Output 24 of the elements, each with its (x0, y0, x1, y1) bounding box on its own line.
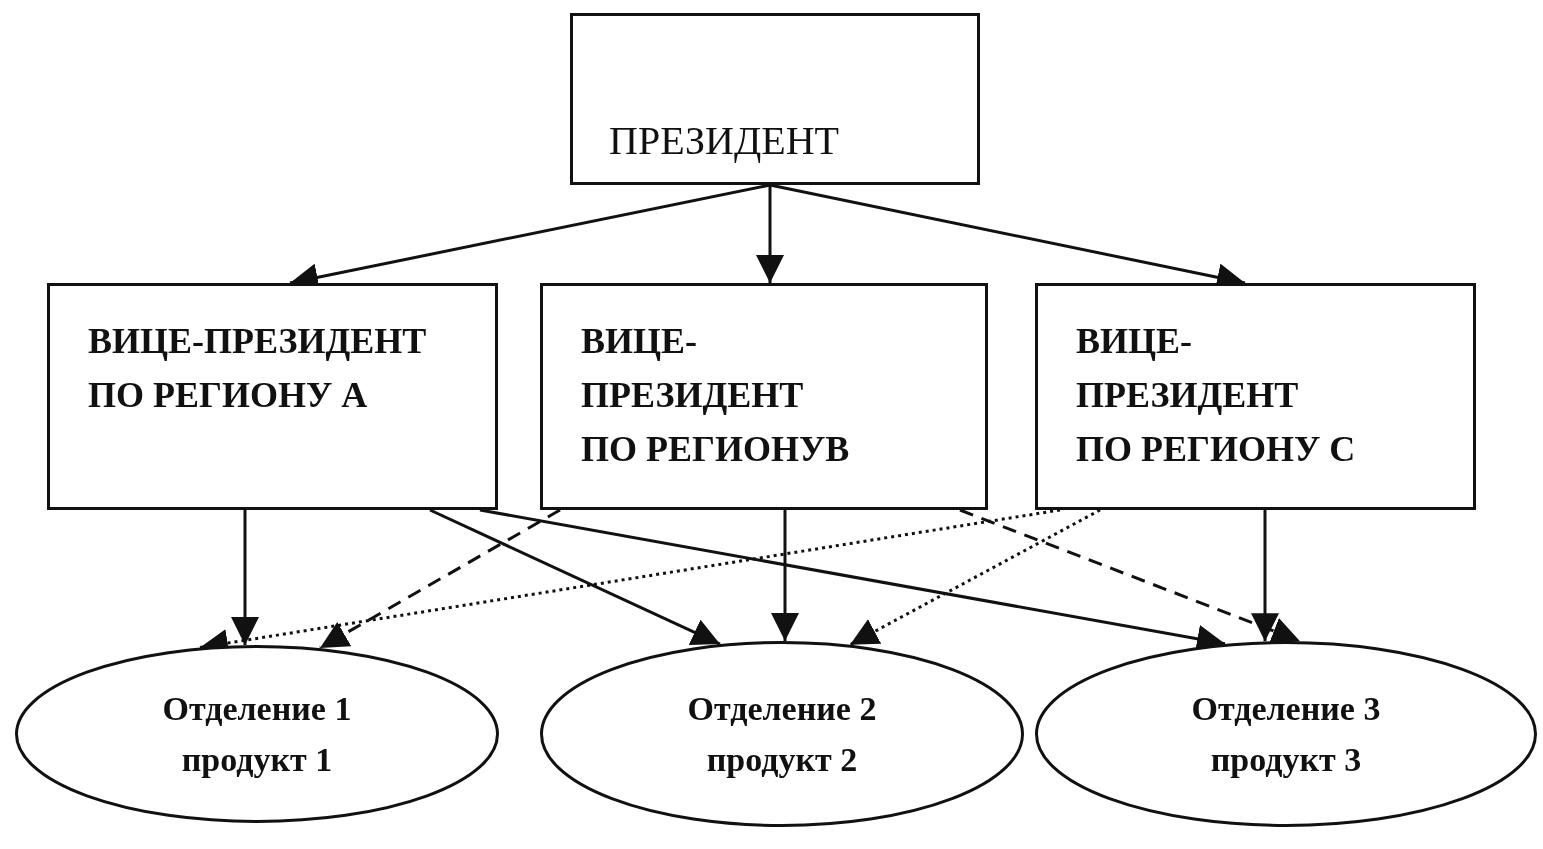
position-box (540, 283, 988, 510)
product-label: продукт 2 (706, 740, 858, 780)
division-label: Отделение 1 (162, 689, 352, 729)
arrow (1251, 510, 1279, 642)
position-title: ВИЦЕ-ПРЕЗИДЕНТ ПО РЕГИОНУ А (88, 320, 428, 417)
position-box (47, 283, 498, 510)
division-ellipse (15, 645, 499, 823)
position-box (1035, 283, 1476, 510)
arrow (771, 510, 799, 641)
product-label: продукт 1 (181, 740, 333, 780)
arrow (756, 185, 784, 283)
arrow (429, 508, 721, 646)
product-label: продукт 3 (1210, 740, 1362, 780)
division-ellipse (540, 641, 1024, 827)
position-title: ВИЦЕ-ПРЕЗИДЕНТ ПО РЕГИОНУ С (1076, 320, 1357, 471)
position-box (570, 13, 980, 185)
arrow (849, 508, 1101, 647)
position-title: ВИЦЕ-ПРЕЗИДЕНТ ПО РЕГИОНУВ (581, 320, 851, 471)
division-label: Отделение 2 (687, 689, 877, 729)
arrow (319, 508, 561, 650)
arrow (231, 510, 259, 646)
position-title: ПРЕЗИДЕНТ (609, 117, 841, 165)
division-label: Отделение 3 (1191, 689, 1381, 729)
division-ellipse (1035, 641, 1537, 827)
